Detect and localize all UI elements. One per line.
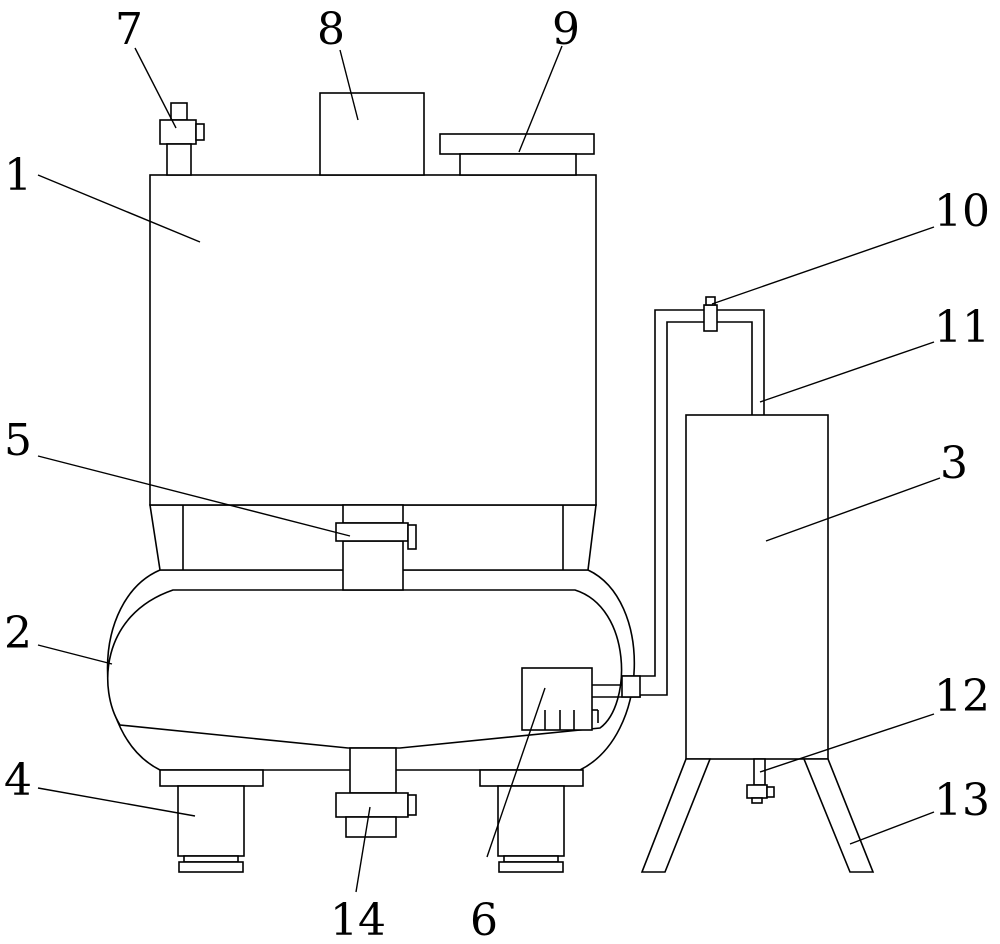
secondary-tank — [685, 414, 829, 760]
label-3: 3 — [940, 438, 968, 489]
right-support-foot — [479, 769, 584, 873]
label-9: 9 — [552, 4, 580, 55]
bottom-discharge-valve — [335, 747, 417, 838]
label-14: 14 — [330, 895, 386, 944]
leader-lines — [37, 45, 941, 893]
top-valve — [159, 102, 205, 176]
label-1: 1 — [4, 150, 32, 201]
label-6: 6 — [470, 895, 498, 944]
drain-valve — [746, 758, 775, 804]
label-12: 12 — [934, 671, 990, 722]
reference-numerals: 1 2 3 4 5 6 7 8 9 10 11 12 13 14 — [4, 4, 990, 944]
pipe-valve — [703, 296, 718, 332]
label-5: 5 — [4, 415, 32, 466]
label-4: 4 — [4, 755, 32, 806]
label-10: 10 — [934, 186, 990, 237]
transfer-pipe — [592, 309, 765, 698]
top-box — [319, 92, 425, 176]
tank-legs — [640, 758, 875, 873]
label-7: 7 — [115, 4, 143, 55]
label-11: 11 — [934, 302, 990, 353]
label-13: 13 — [934, 775, 990, 826]
lower-vessel-inner — [106, 589, 623, 749]
left-support-foot — [159, 769, 264, 873]
top-lid — [439, 133, 595, 176]
label-2: 2 — [4, 608, 32, 659]
connecting-valve — [335, 504, 417, 591]
upper-main-tank — [149, 174, 597, 506]
label-8: 8 — [317, 4, 345, 55]
